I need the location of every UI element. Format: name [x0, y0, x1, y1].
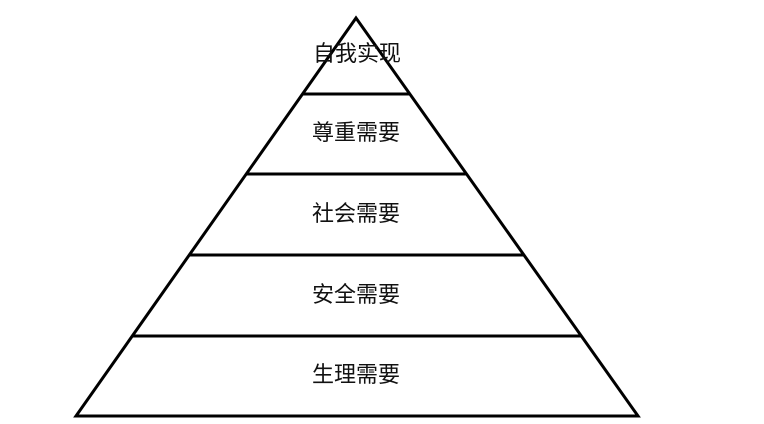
pyramid-level-esteem: 尊重需要: [312, 121, 400, 146]
pyramid-level-social: 社会需要: [312, 202, 400, 227]
pyramid-level-self-actualization: 自我实现: [313, 42, 401, 67]
pyramid-level-safety: 安全需要: [312, 283, 400, 308]
pyramid-level-physiological: 生理需要: [312, 363, 400, 388]
pyramid-outline: [73, 15, 641, 418]
